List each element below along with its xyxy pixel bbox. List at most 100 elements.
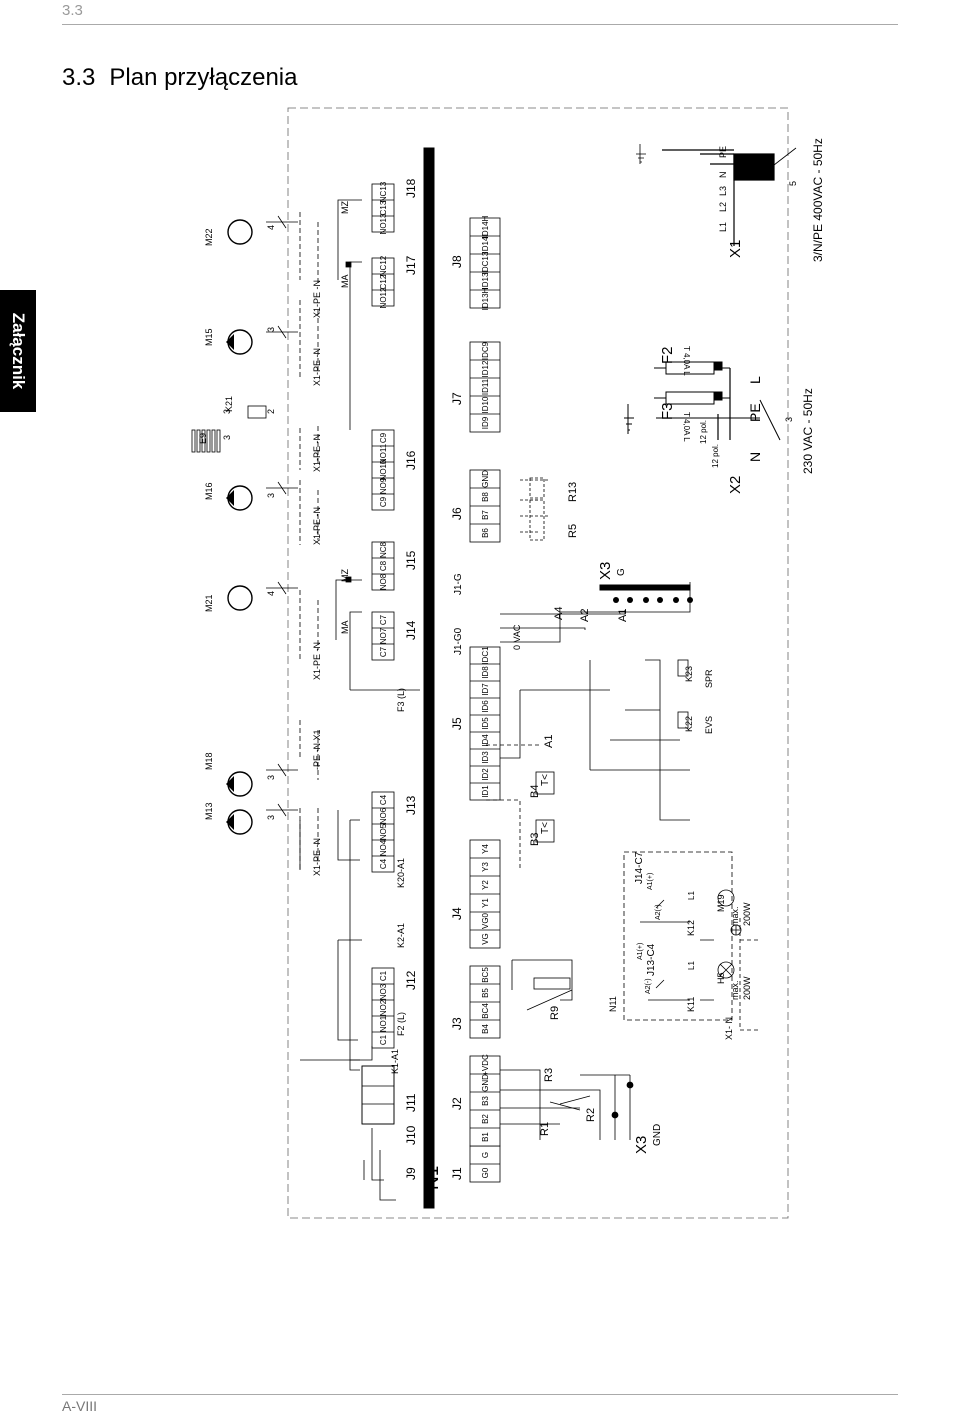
terminal-strip-j8 [469, 217, 501, 309]
load-l1-2: L1 [687, 891, 696, 900]
label-0vac: 0 VAC [512, 624, 522, 650]
connector-label-j15: J15 [404, 550, 418, 570]
power-x1-term-l3: L3 [718, 186, 728, 196]
power-x1-term-pe: PE [718, 146, 728, 158]
terminal-j13-3: NO6 [379, 807, 388, 824]
connector-label-j13: J13 [404, 795, 418, 815]
heater-bar-2 [201, 429, 206, 453]
power-fuse-2: T 4,0A L [682, 346, 691, 376]
power-x2: X2 [727, 476, 744, 494]
terminal-j5-6: ID7 [481, 683, 490, 696]
terminal-j17-1: C12 [379, 274, 388, 289]
power-f3: F3 [659, 402, 676, 420]
label-x1-pe-n-x1: -PE -N X1 [312, 729, 322, 770]
sensor-label-r2-1: R2 [585, 1108, 597, 1122]
power-pol-2: 12 pol. [711, 444, 720, 468]
sensor-label-a1-9: A1 [617, 609, 629, 622]
power-x1: X1 [727, 240, 744, 258]
connector-label-j4: J4 [450, 907, 464, 920]
terminal-j12-4: C1 [379, 970, 388, 981]
load-l1-1: L1 [687, 961, 696, 970]
terminal-j5-8: IDC1 [481, 646, 490, 665]
terminal-j2-2: B3 [481, 1096, 490, 1106]
terminal-j4-3: Y2 [481, 880, 490, 890]
terminal-j15-0: NO8 [379, 573, 388, 590]
title-number: 3.3 [62, 64, 96, 91]
wire-count-5: 3 [222, 409, 232, 414]
connector-label-j17: J17 [404, 255, 418, 275]
sensor-t-2: T< [540, 774, 551, 786]
terminal-j15-2: NC8 [379, 541, 388, 558]
motor-circle-5 [227, 219, 253, 245]
label-x1n: X1- N [724, 1017, 734, 1040]
relay-k21-box [247, 405, 267, 419]
terminal-strip-j17 [371, 257, 395, 307]
load-a2m-2: A2(-) [655, 904, 662, 920]
terminal-j2-0: B1 [481, 1132, 490, 1142]
terminal-j16-0: C9 [379, 496, 388, 507]
power-f2: F2 [659, 346, 676, 364]
controller-label: N1 [422, 1166, 443, 1190]
load-j14c7: J14-C7 [634, 851, 645, 884]
label-x3gnd-sub: GND [652, 1124, 663, 1146]
field-cables [299, 212, 319, 870]
terminal-strip-j5 [469, 646, 501, 801]
label-x1-pe-n-5: X1-PE -N [312, 280, 322, 318]
terminal-j6-3: GND [481, 470, 490, 488]
label-x1-pe-n-2: X1-PE -N [312, 507, 322, 545]
sensor-label-r9-3: R9 [549, 1006, 561, 1020]
label-fuse-f3: F3 (L) [396, 688, 406, 712]
terminal-j2-3: GND [481, 1074, 490, 1092]
terminal-strip-j12 [371, 967, 395, 1049]
connector-label-j14: J14 [404, 620, 418, 640]
power-wires3: 3 [784, 417, 794, 422]
label-x3g: X3 [597, 562, 614, 580]
pump-triangle-0 [226, 814, 234, 830]
load-h5: H5 [716, 972, 726, 984]
sensor-label-r5-10: R5 [567, 524, 579, 538]
connector-label-j1-g0: J1-G0 [453, 627, 464, 655]
terminal-strips: C1NO1NO2NO3C1C4NO4NO5NO6C4C7NO7C7NO8C8NC… [361, 181, 501, 1183]
motor-label-m13: M13 [204, 802, 214, 820]
terminal-j4-0: VG [481, 933, 490, 945]
terminal-j16-1: NO9 [379, 477, 388, 494]
terminal-j17-0: NO12 [379, 287, 388, 308]
power-pol-1: 12 pol. [699, 420, 708, 444]
load-k22: K22 [684, 716, 694, 732]
terminal-j14-0: C7 [379, 646, 388, 657]
label-x1-pe-n-1: X1-PE -N [312, 642, 322, 680]
terminal-j13-1: NO4 [379, 839, 388, 856]
load-k12: K12 [686, 920, 696, 936]
load-200w-1: 200W [742, 976, 752, 1000]
terminal-j5-3: ID4 [481, 734, 490, 747]
header-rule [62, 24, 898, 25]
sensor-label-a1-6: A1 [543, 735, 555, 748]
motor-symbols [191, 215, 298, 835]
terminal-j16-2: NO10 [379, 459, 388, 480]
terminal-j14-1: NO7 [379, 627, 388, 644]
terminal-strip-j15 [371, 541, 395, 591]
terminal-j8-1: ID13 [481, 272, 490, 289]
x3g-nodes [613, 597, 693, 603]
terminal-j17-2: NC12 [379, 255, 388, 276]
load-a1p-1: A1(+) [637, 943, 644, 960]
power-l: L [747, 376, 763, 384]
load-m19: M19 [716, 894, 726, 912]
wire-count-0: 3 [266, 815, 276, 820]
terminal-j3-0: B4 [481, 1024, 490, 1034]
x3g-bar [599, 584, 691, 591]
terminal-j5-2: ID3 [481, 751, 490, 764]
terminal-j1-0: G0 [481, 1167, 490, 1178]
terminal-j12-0: C1 [379, 1034, 388, 1045]
sensor-label-r1-0: R1 [539, 1122, 551, 1136]
terminal-j7-0: ID9 [481, 416, 490, 429]
terminal-strip-j2 [469, 1055, 501, 1147]
terminal-j13-4: C4 [379, 794, 388, 805]
heater-bar-3 [206, 429, 211, 453]
terminal-j1-1: G [481, 1152, 490, 1158]
terminal-j3-3: BC5 [481, 967, 490, 983]
terminal-j2-1: B2 [481, 1114, 490, 1124]
load-j13c4: J13-C4 [646, 943, 657, 976]
